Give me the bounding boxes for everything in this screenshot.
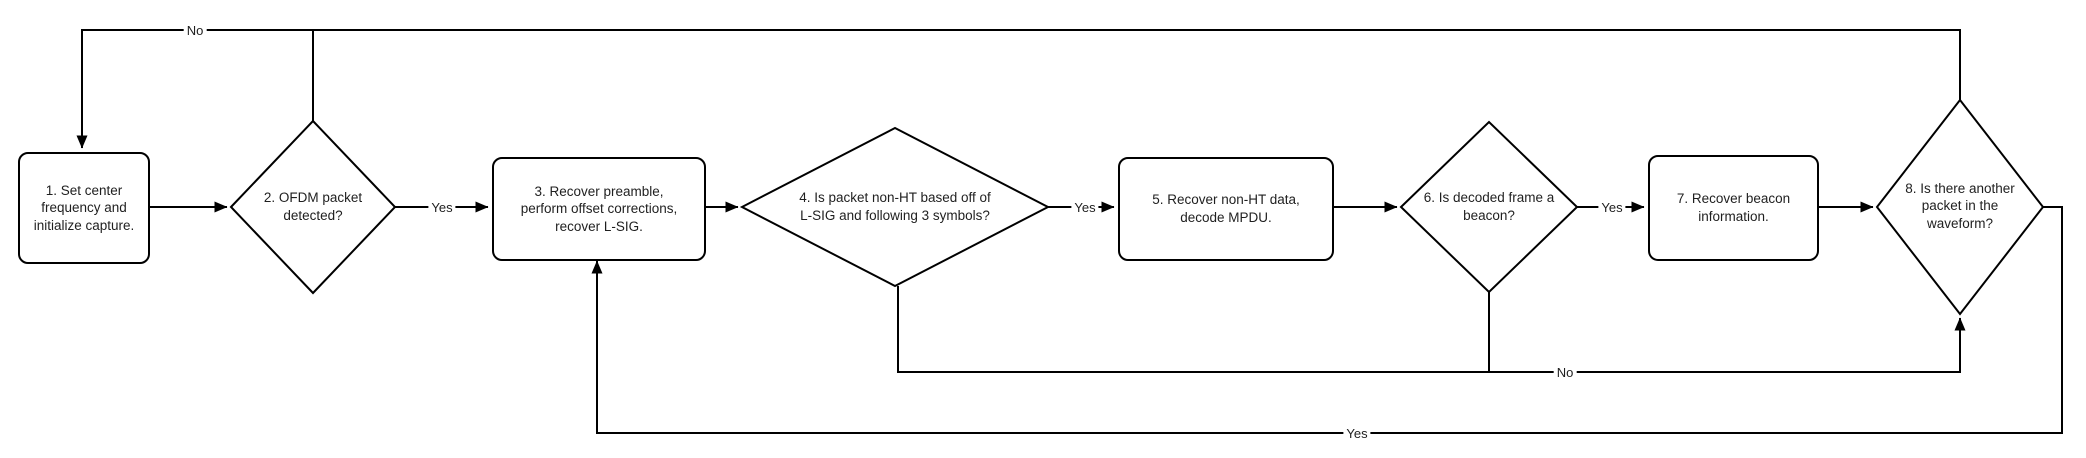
edge-label-yes-6-7: Yes xyxy=(1598,200,1626,216)
node-recover-preamble: 3. Recover preamble, perform offset corr… xyxy=(492,157,706,261)
node-ofdm-packet-detected: 2. OFDM packet detected? xyxy=(263,190,363,223)
node-is-packet-nonht: 4. Is packet non-HT based off of L-SIG a… xyxy=(799,190,991,223)
node-recover-beacon-info: 7. Recover beacon information. xyxy=(1648,155,1819,261)
edge-label-no-bottom: No xyxy=(1553,365,1577,381)
edge-4-6-to-8-no-join xyxy=(897,286,1966,373)
edge-8-to-3-yes-loop xyxy=(591,206,2063,434)
node-another-packet: 8. Is there another packet in the wavefo… xyxy=(1905,180,2015,231)
edge-label-yes-2-3: Yes xyxy=(428,200,456,216)
edge-label-no-top: No xyxy=(183,23,207,39)
edge-label-yes-bottom: Yes xyxy=(1343,426,1371,442)
node-is-frame-beacon: 6. Is decoded frame a beacon? xyxy=(1423,190,1555,223)
node-set-center-frequency: 1. Set center frequency and initialize c… xyxy=(18,152,150,264)
edge-8-to-1-no-loop xyxy=(76,29,1961,149)
edge-label-yes-4-5: Yes xyxy=(1071,200,1099,216)
node-recover-nonht-data: 5. Recover non-HT data, decode MPDU. xyxy=(1118,157,1334,261)
